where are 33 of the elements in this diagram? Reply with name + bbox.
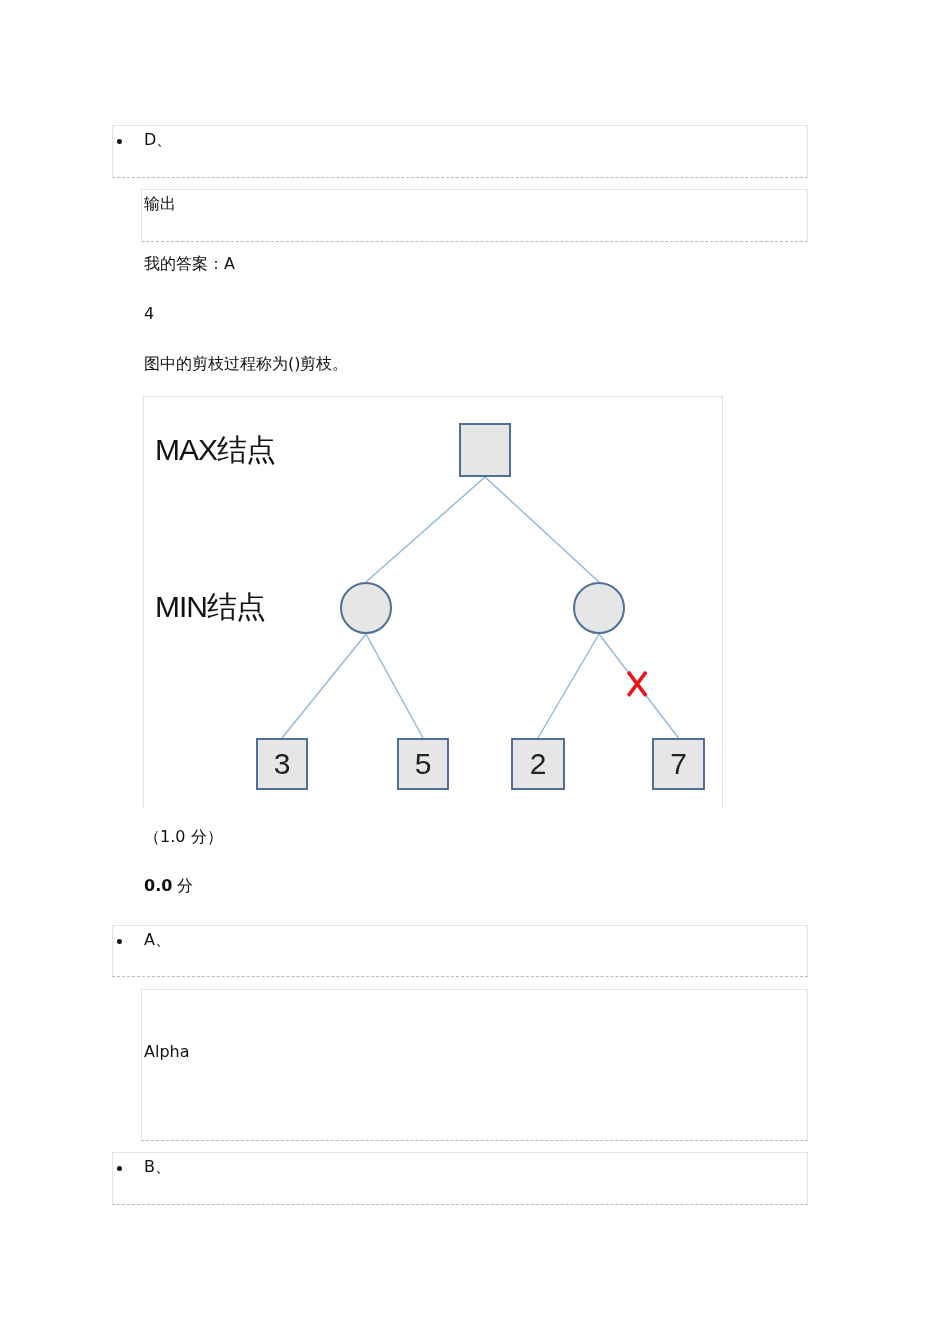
node-value: 5 [414,747,432,781]
answer-box [141,989,808,1141]
tree-edge [365,476,486,583]
option-text: Alpha [144,1041,190,1061]
node-value: 3 [273,747,291,781]
max-node-square [459,423,511,477]
option-box [112,1152,808,1205]
leaf-node-square [652,738,705,790]
question-text: （1.0 分） [144,827,223,848]
option-box [112,125,808,178]
option-box [112,925,808,977]
option-text: 输出 [144,194,176,215]
question-text: 4 [144,304,155,323]
question-text: 我的答案：A [144,254,235,275]
tree-edge [365,633,424,739]
question-text: 0.0 分 [144,876,194,897]
node-value: 2 [529,747,547,781]
answer-box [141,189,808,242]
level-label: MAX结点 [155,432,275,468]
option-text: B、 [144,1157,171,1178]
option-text: A、 [144,930,171,951]
tree-edge [484,476,600,583]
question-text: 图中的剪枝过程称为()剪枝。 [144,354,349,375]
tree-edge [537,633,600,739]
option-text: D、 [144,130,173,151]
min-node-circle [573,582,625,634]
leaf-node-square [511,738,565,790]
leaf-node-square [256,738,308,790]
leaf-node-square [397,738,449,790]
min-node-circle [340,582,392,634]
tree-edge [281,633,367,739]
node-value: 7 [670,747,687,781]
level-label: MIN结点 [155,589,265,625]
